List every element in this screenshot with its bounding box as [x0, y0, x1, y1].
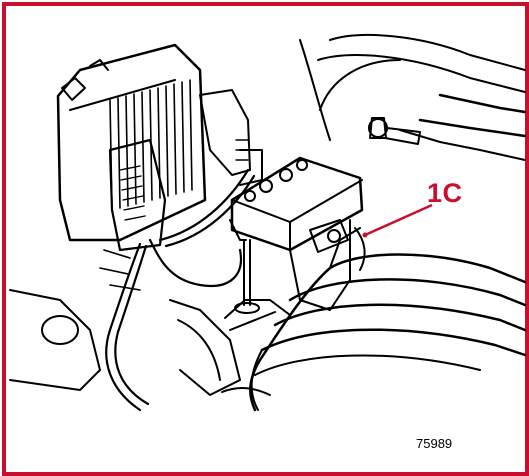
callout-label: 1C [427, 178, 463, 208]
figure-number: 75989 [416, 436, 453, 451]
